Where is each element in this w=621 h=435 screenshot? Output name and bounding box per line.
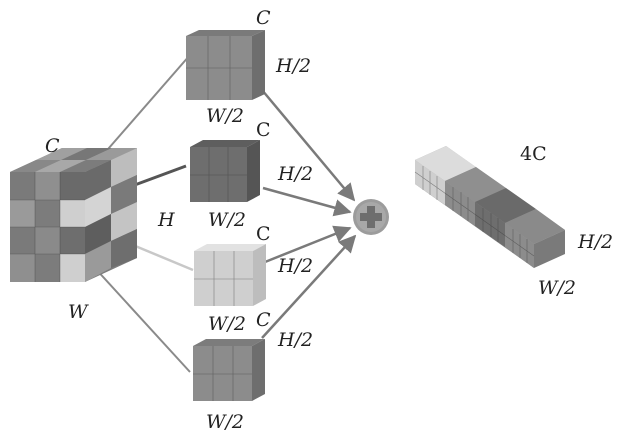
slice-2-width-label: W/2 <box>208 209 246 231</box>
output-channel-label: 4C <box>520 143 547 165</box>
slice-3-width-label: W/2 <box>208 313 246 335</box>
slice-4-height-label: H/2 <box>277 329 313 351</box>
slice-cube-4 <box>193 339 265 401</box>
slice-4-channel-label: C <box>256 309 271 331</box>
plus-circle-icon <box>353 199 389 235</box>
slice-cube-1 <box>186 30 265 100</box>
input-tensor-cube <box>10 148 137 282</box>
slice-cube-2 <box>190 140 260 202</box>
input-width-label: W <box>68 301 89 323</box>
output-tensor-block <box>414 146 565 268</box>
slice-1-height-label: H/2 <box>275 55 311 77</box>
output-height-label: H/2 <box>577 231 613 253</box>
slice-3-channel-label: C <box>256 223 271 245</box>
output-width-label: W/2 <box>538 277 576 299</box>
slice-1-width-label: W/2 <box>206 105 244 127</box>
input-channel-label: C <box>45 135 60 157</box>
arrow-slice-1 <box>261 89 356 202</box>
slice-3-height-label: H/2 <box>277 255 313 277</box>
slice-4-width-label: W/2 <box>206 411 244 433</box>
slice-2-channel-label: C <box>256 119 271 141</box>
slice-cube-3 <box>194 244 266 306</box>
arrow-slice-2 <box>262 186 352 217</box>
merge-arrows <box>261 89 357 339</box>
input-height-label: H <box>157 209 175 231</box>
arrow-slice-3 <box>264 225 352 264</box>
slice-1-channel-label: C <box>256 7 271 29</box>
connector-to-slice-2 <box>131 164 187 188</box>
arrow-slice-4 <box>261 234 357 339</box>
slice-2-height-label: H/2 <box>277 163 313 185</box>
